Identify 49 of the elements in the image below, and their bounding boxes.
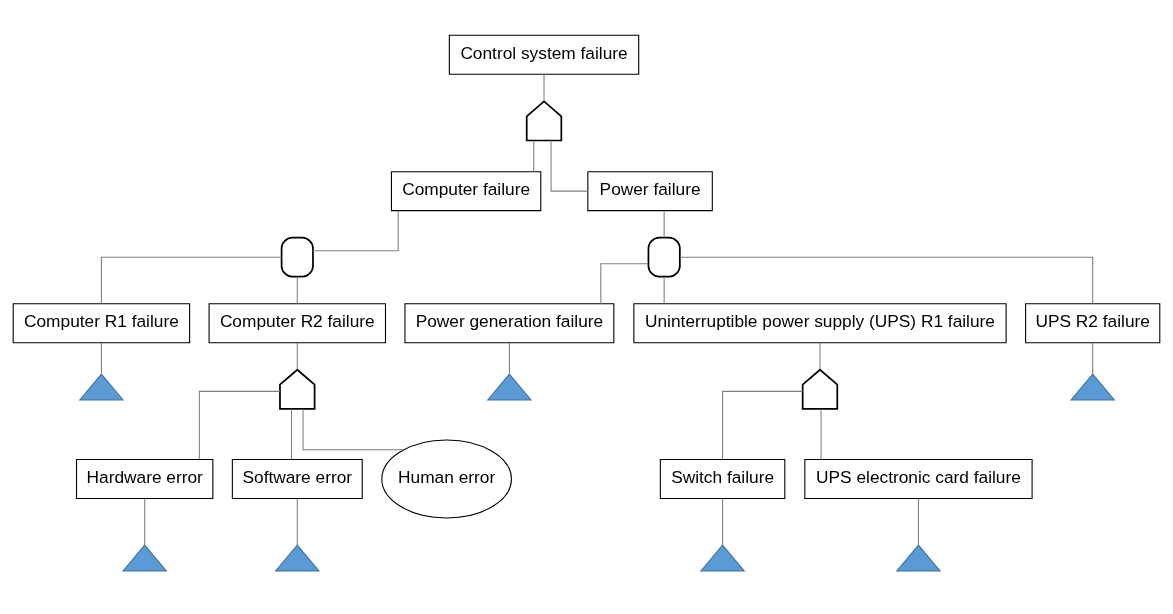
node-ellipse: Human error [381, 439, 512, 519]
node-box: UPS electronic card failure [804, 458, 1033, 499]
node-triangle [486, 372, 533, 401]
connector [290, 408, 293, 460]
node-box: Computer failure [390, 170, 542, 211]
node-and-gate [280, 236, 314, 278]
connector [820, 408, 822, 460]
connector [917, 497, 919, 546]
connector [100, 341, 102, 374]
connector [296, 275, 298, 304]
node-or-gate [279, 368, 316, 410]
node-box: Power generation failure [404, 302, 615, 343]
node-box: Uninterruptible power supply (UPS) R1 failure [633, 302, 1007, 343]
connector [302, 407, 405, 450]
node-and-gate [647, 236, 681, 278]
node-box: Software error [231, 458, 363, 499]
connector [679, 256, 1094, 304]
connector [144, 497, 146, 546]
connector [533, 139, 535, 172]
connector [508, 341, 510, 374]
connector [663, 275, 665, 304]
connector [819, 341, 821, 370]
node-box: Computer R2 failure [208, 302, 387, 343]
connector [722, 390, 804, 460]
connector [100, 256, 283, 304]
node-triangle [121, 543, 168, 572]
connector [722, 497, 724, 546]
connector [550, 139, 589, 192]
node-triangle [699, 543, 746, 572]
node-box: Hardware error [75, 458, 214, 499]
node-triangle [78, 372, 125, 401]
node-triangle [1069, 372, 1116, 401]
node-box: Switch failure [659, 458, 786, 499]
node-box: Power failure [587, 170, 713, 211]
node-triangle [274, 543, 321, 572]
connector [1092, 341, 1094, 374]
connector [663, 209, 665, 238]
node-triangle [895, 543, 942, 572]
node-or-gate [801, 368, 839, 410]
connector [600, 262, 649, 304]
connector [543, 73, 545, 102]
node-box: Control system failure [448, 34, 640, 75]
node-box: UPS R2 failure [1025, 302, 1161, 343]
connector [296, 497, 298, 546]
node-box: Computer R1 failure [12, 302, 191, 343]
node-or-gate [525, 99, 563, 141]
connector [312, 209, 399, 251]
connector [296, 341, 298, 370]
connector [198, 390, 281, 460]
